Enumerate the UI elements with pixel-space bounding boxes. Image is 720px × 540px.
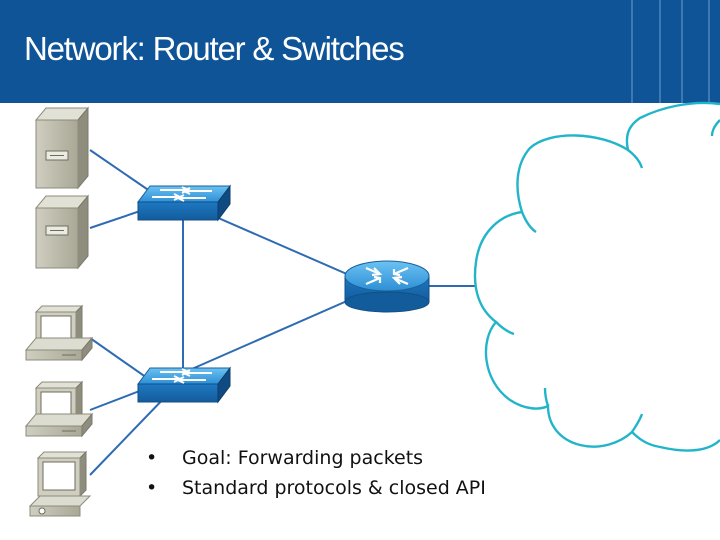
link-pc1-switch [89, 337, 151, 381]
bullet-text: Standard protocols & closed API [182, 477, 486, 499]
switch-icon [137, 366, 231, 404]
header-accent-line [681, 0, 683, 103]
router-icon [344, 260, 430, 313]
laptop-icon [28, 450, 92, 517]
link-laptop-switch [89, 391, 171, 476]
link-switch-router [199, 209, 373, 286]
bullet-item: •Goal: Forwarding packets [146, 443, 486, 473]
cloud-inner-arcs [495, 119, 720, 433]
desktop-pc-icon [24, 304, 94, 362]
bullet-text: Goal: Forwarding packets [182, 447, 424, 469]
switch-icon [137, 184, 231, 222]
desktop-pc-icon [24, 380, 94, 438]
file-server-icon [34, 106, 90, 190]
title-bar: Network: Router & Switches [0, 0, 720, 103]
network-links [89, 149, 476, 476]
header-accent-line [659, 0, 661, 103]
header-accent-line [708, 0, 710, 103]
header-accent-line [631, 0, 633, 103]
cloud-network [473, 101, 720, 452]
file-server-icon [34, 194, 90, 270]
link-switch2-router [184, 289, 373, 373]
bullet-list: •Goal: Forwarding packets •Standard prot… [146, 443, 486, 503]
bullet-item: •Standard protocols & closed API [146, 473, 486, 503]
slide-title: Network: Router & Switches [24, 30, 405, 67]
